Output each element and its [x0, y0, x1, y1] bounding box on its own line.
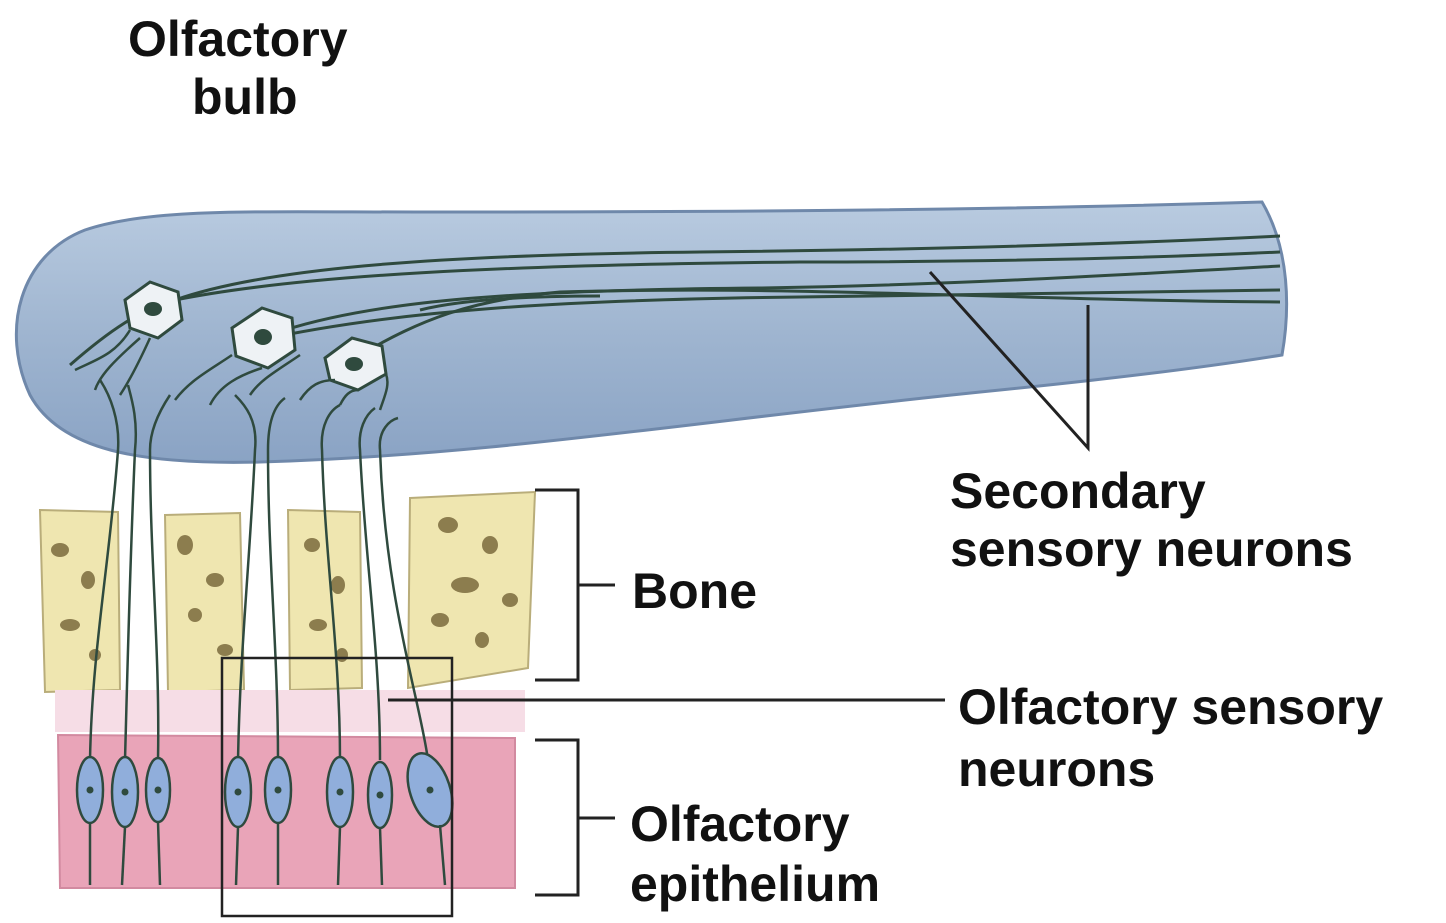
label-sensory-line1: Olfactory sensory — [958, 678, 1383, 736]
label-bone: Bone — [632, 562, 757, 620]
epithelium-bracket — [535, 740, 615, 895]
label-secondary-line2: sensory neurons — [950, 520, 1353, 578]
label-secondary-line1: Secondary — [950, 462, 1206, 520]
olfactory-bulb — [16, 202, 1286, 462]
label-olfactory-bulb-line2: bulb — [192, 68, 298, 126]
label-epithelium-line2: epithelium — [630, 855, 880, 913]
label-sensory-line2: neurons — [958, 740, 1155, 798]
label-epithelium-line1: Olfactory — [630, 795, 850, 853]
bone-bracket — [535, 490, 615, 680]
label-olfactory-bulb-line1: Olfactory — [128, 10, 348, 68]
